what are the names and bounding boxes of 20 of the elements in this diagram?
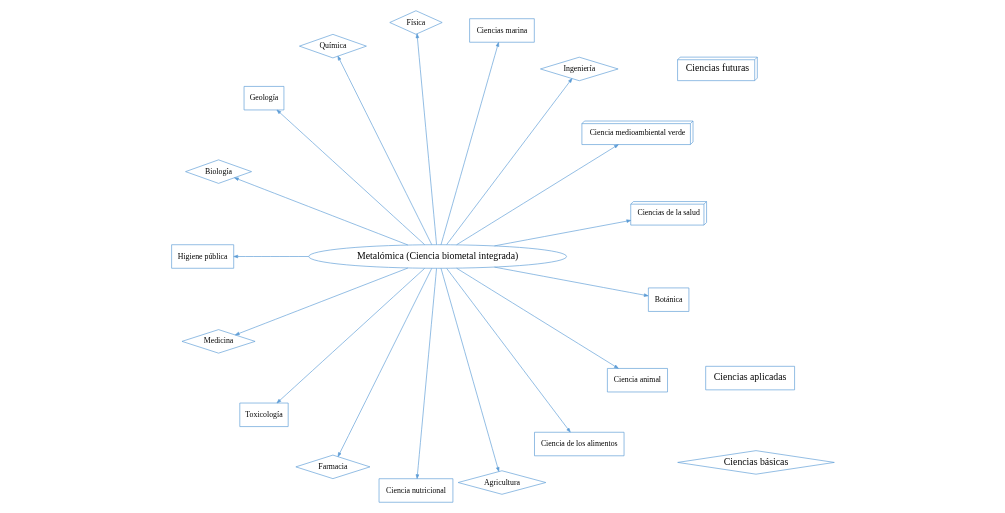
arrow: [455, 144, 619, 246]
arrow: [337, 268, 432, 457]
arrow: [445, 78, 572, 245]
arrow: [493, 266, 648, 297]
node-diamond: Ciencias básicas: [676, 450, 835, 475]
arrow: [440, 268, 499, 472]
arrow: [440, 42, 499, 245]
arrow: [337, 55, 432, 245]
node-ellipse: Metalómica (Ciencia biometal integrada): [307, 244, 567, 269]
arrow: [445, 268, 571, 433]
arrow: [234, 267, 408, 336]
arrow: [276, 268, 425, 404]
arrow: [232, 254, 309, 259]
arrow: [493, 219, 631, 247]
arrow: [415, 268, 437, 479]
arrow: [455, 267, 619, 369]
node-box: Ciencias aplicadas: [704, 366, 795, 391]
arrow: [415, 33, 437, 245]
arrow: [233, 177, 408, 246]
arrow: [276, 109, 425, 245]
